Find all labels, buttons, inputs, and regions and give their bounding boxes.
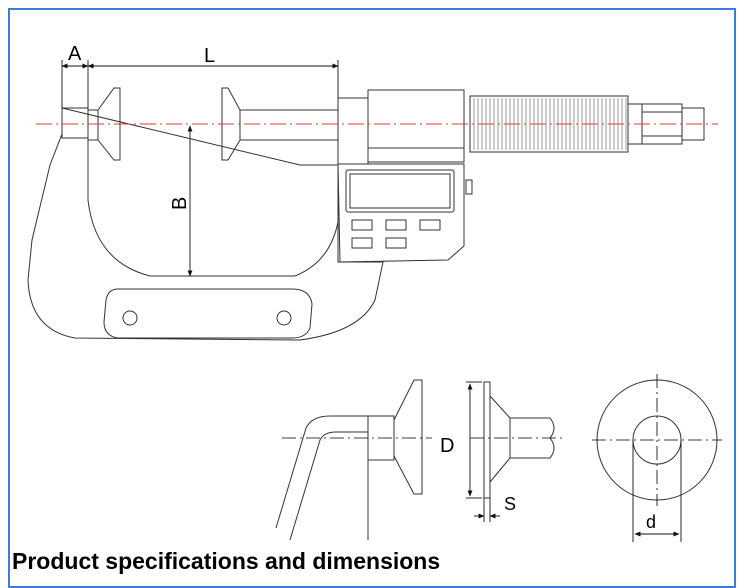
dimension-l: L xyxy=(87,45,339,98)
micrometer-drawing xyxy=(27,87,705,341)
label-s: S xyxy=(504,494,516,514)
detail-disc-side: D S xyxy=(440,381,562,522)
label-a: A xyxy=(68,43,82,65)
detail-disc-front: d xyxy=(592,374,722,542)
label-b: B xyxy=(169,197,191,210)
image-border xyxy=(8,8,736,588)
dimension-a: A xyxy=(61,43,89,108)
label-d-outer: D xyxy=(440,435,454,457)
dimension-b: B xyxy=(169,125,193,277)
detail-anvil-disc xyxy=(275,379,432,541)
label-d-inner: d xyxy=(646,512,656,532)
label-l: L xyxy=(204,45,215,67)
caption: Product specifications and dimensions xyxy=(12,548,441,574)
